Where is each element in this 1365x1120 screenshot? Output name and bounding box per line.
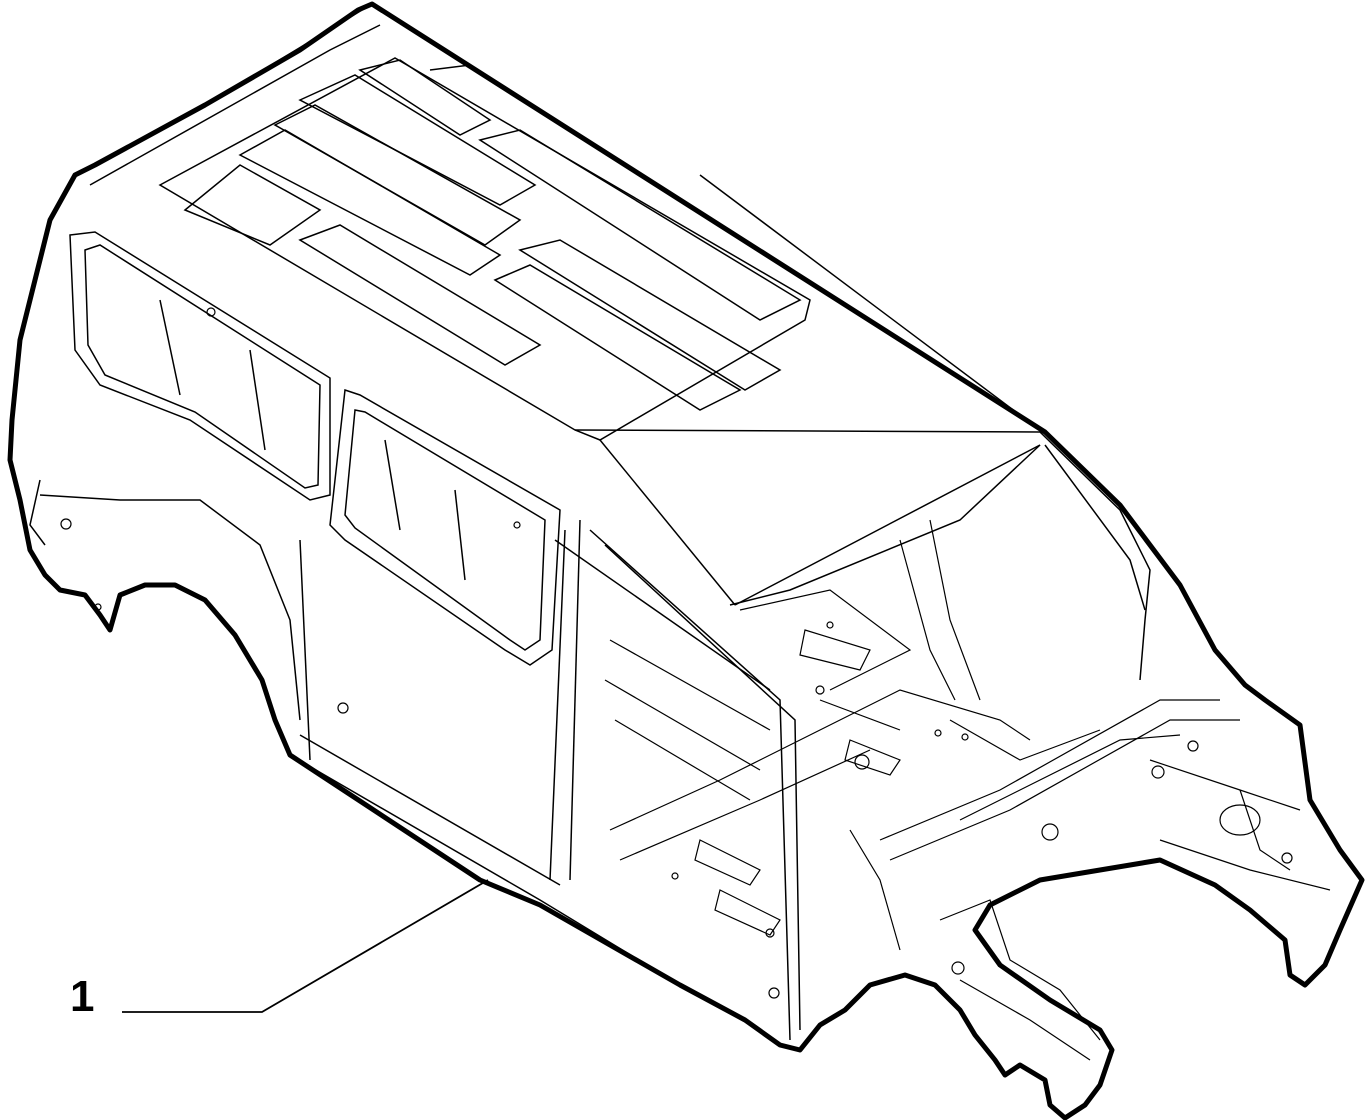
side-panel-lines — [29, 479, 801, 1041]
rear-side-window — [69, 231, 331, 501]
roof-panel — [74, 3, 1041, 441]
front-side-window — [329, 388, 561, 666]
floor-pan — [604, 589, 1101, 936]
callout-label-1: 1 — [70, 972, 95, 1021]
callout-leader-1 — [122, 879, 489, 1013]
front-structure — [849, 519, 1331, 1061]
windshield-frame — [574, 429, 1151, 681]
body-shell-outline — [7, 1, 1365, 1120]
hole-features — [60, 307, 1293, 999]
